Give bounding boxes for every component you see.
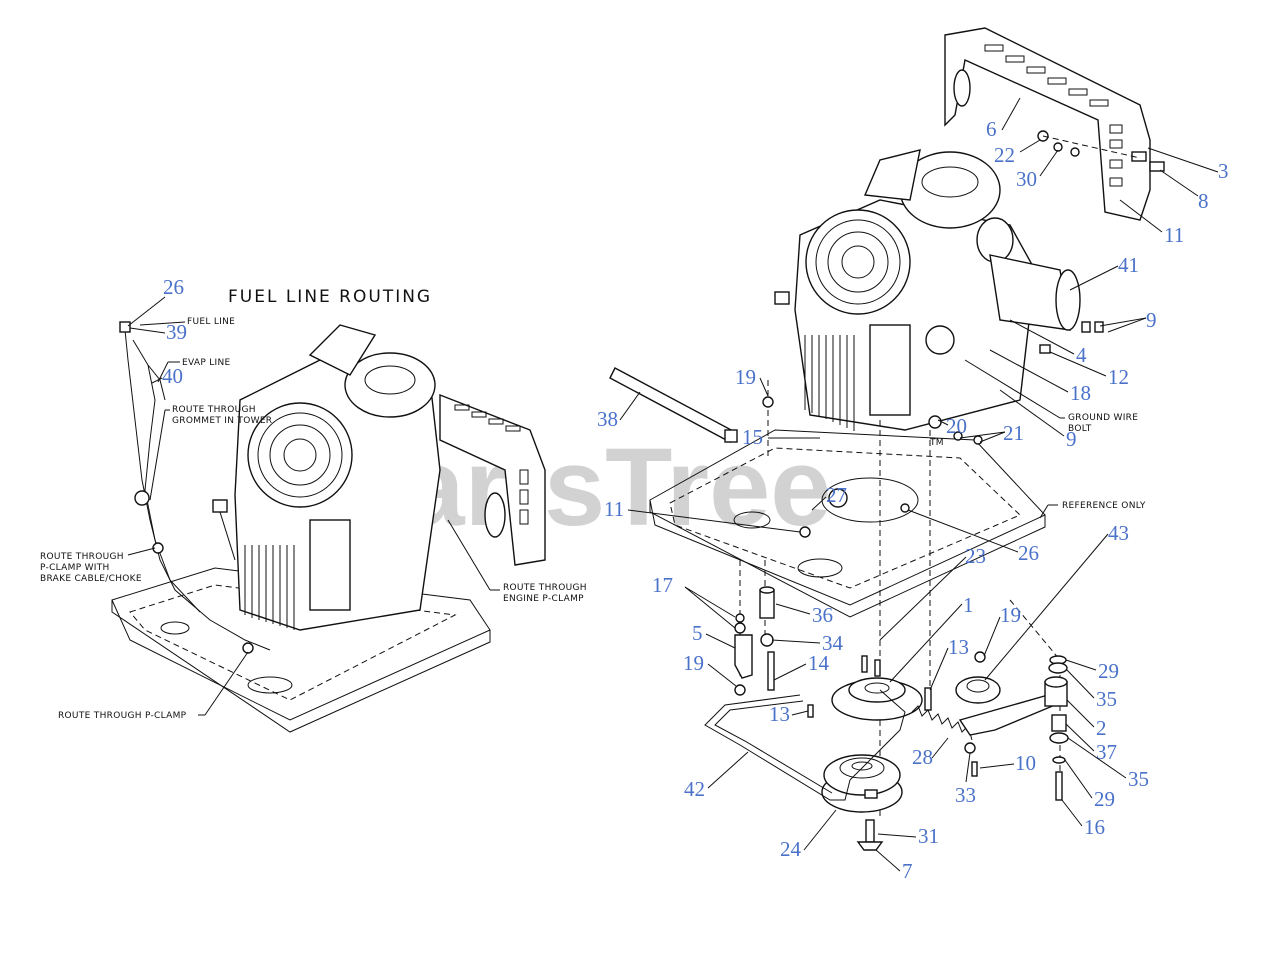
callout-9-mid: 9 (1066, 427, 1077, 451)
callout-13-left: 13 (769, 702, 790, 726)
diagram-heading: FUEL LINE ROUTING (228, 287, 432, 307)
callout-2: 2 (1096, 716, 1107, 740)
callout-8: 8 (1198, 189, 1209, 213)
callout-16: 16 (1084, 815, 1105, 839)
left-notes: FUEL LINE EVAP LINE ROUTE THROUGH GROMME… (40, 317, 587, 721)
right-callouts: 3 6 22 30 8 11 41 9 4 12 18 9 19 38 15 2… (597, 97, 1229, 883)
callout-31: 31 (918, 824, 939, 848)
callout-11-mid: 11 (604, 497, 624, 521)
note-grommet-1: ROUTE THROUGH (172, 405, 256, 415)
callout-21: 21 (1003, 421, 1024, 445)
callout-18: 18 (1070, 381, 1091, 405)
pulley-1 (831, 655, 923, 721)
callout-41: 41 (1118, 253, 1139, 277)
left-callouts: 26 39 40 (127, 275, 187, 388)
watermark-tm: TM (929, 438, 944, 448)
callout-20: 20 (946, 414, 967, 438)
callout-23: 23 (965, 544, 986, 568)
callout-9-top: 9 (1146, 308, 1157, 332)
shaft-38 (609, 367, 738, 443)
idler-arm-2 (958, 676, 1068, 736)
clutch-24 (821, 754, 903, 813)
callout-17: 17 (652, 573, 673, 597)
callout-11-top: 11 (1164, 223, 1184, 247)
callout-7: 7 (902, 859, 913, 883)
callout-1: 1 (963, 593, 974, 617)
right-deck-frame (649, 429, 1046, 618)
callout-19-mid-right: 19 (1000, 603, 1021, 627)
note-pclamp-3: BRAKE CABLE/CHOKE (40, 574, 142, 584)
callout-19-top: 19 (735, 365, 756, 389)
callout-40: 40 (162, 364, 183, 388)
hardware-stack-right (1048, 655, 1069, 801)
right-notes: GROUND WIRE BOLT REFERENCE ONLY (964, 359, 1146, 519)
bolt-14 (760, 633, 775, 691)
callout-26-right: 26 (1018, 541, 1039, 565)
callout-27: 27 (826, 483, 847, 507)
note-pclamp-2: P-CLAMP WITH (40, 563, 110, 573)
note-reference-only: REFERENCE ONLY (1062, 501, 1146, 511)
hardware-fasteners-top (1037, 130, 1165, 172)
note-ground-2: BOLT (1068, 424, 1092, 434)
spacer-36 (759, 586, 775, 619)
callout-6: 6 (986, 117, 997, 141)
callout-19-left: 19 (683, 651, 704, 675)
callout-12: 12 (1108, 365, 1129, 389)
left-tower-bracket (439, 393, 546, 566)
callout-34: 34 (822, 631, 844, 655)
callout-37: 37 (1096, 740, 1117, 764)
muffler-tube (989, 254, 1081, 331)
callout-4: 4 (1076, 343, 1087, 367)
callout-29-bottom: 29 (1094, 787, 1115, 811)
idler-pulley-43 (955, 651, 1001, 704)
note-evap-line: EVAP LINE (182, 358, 231, 368)
callout-39: 39 (166, 320, 187, 344)
note-grommet-2: GROMMET IN TOWER (172, 416, 272, 426)
callout-26-left: 26 (163, 275, 184, 299)
note-ground-1: GROUND WIRE (1068, 413, 1138, 423)
callout-33: 33 (955, 783, 976, 807)
callout-42: 42 (684, 777, 705, 801)
callout-35-top: 35 (1096, 687, 1117, 711)
callout-13-top: 13 (948, 635, 969, 659)
note-route-pclamp: ROUTE THROUGH P-CLAMP (58, 711, 187, 721)
belt-42 (704, 689, 906, 801)
callout-43: 43 (1108, 521, 1129, 545)
callout-30: 30 (1016, 167, 1037, 191)
callout-10: 10 (1015, 751, 1036, 775)
left-deck-frame (111, 567, 491, 733)
note-engine-pclamp-2: ENGINE P-CLAMP (503, 594, 584, 604)
note-pclamp-1: ROUTE THROUGH (40, 552, 124, 562)
engine-mount-bracket (944, 27, 1151, 221)
note-engine-pclamp-1: ROUTE THROUGH (503, 583, 587, 593)
callout-24: 24 (780, 837, 802, 861)
callout-28: 28 (912, 745, 933, 769)
left-engine (212, 324, 441, 631)
callout-3: 3 (1218, 159, 1229, 183)
bracket-5 (734, 613, 753, 696)
note-fuel-line: FUEL LINE (187, 317, 235, 327)
callout-36: 36 (812, 603, 833, 627)
callout-38: 38 (597, 407, 618, 431)
callout-22: 22 (994, 143, 1015, 167)
callout-29-top: 29 (1098, 659, 1119, 683)
right-engine (774, 149, 1036, 431)
fuel-line (119, 321, 271, 654)
callout-35-bottom: 35 (1128, 767, 1149, 791)
callout-14: 14 (808, 651, 830, 675)
callout-5: 5 (692, 621, 703, 645)
callout-15: 15 (742, 425, 763, 449)
